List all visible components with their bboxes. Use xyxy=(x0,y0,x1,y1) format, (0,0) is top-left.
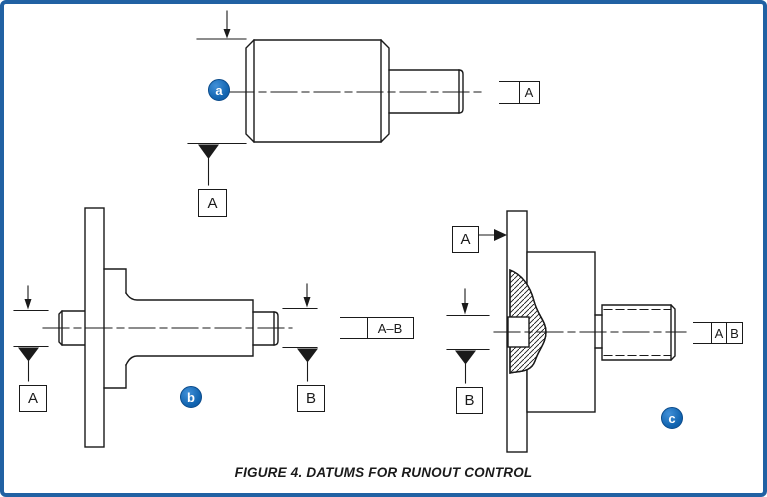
dimension-arrow-icon xyxy=(13,285,49,312)
figure-c-part xyxy=(446,210,687,453)
frame-datum-cell-b: B xyxy=(726,322,743,344)
figure-b-datum-box-b: B xyxy=(297,385,325,412)
figure-b-reference-frame: A–B xyxy=(340,317,414,339)
datum-a-triangle-icon xyxy=(13,345,49,382)
figure-c-datum-box-a: A xyxy=(452,226,479,253)
dimension-arrow-icon xyxy=(446,288,490,317)
figure-a-part xyxy=(187,10,484,186)
figure-b-datum-box-a: A xyxy=(19,385,47,412)
shaft-outline xyxy=(125,292,254,366)
datum-b-triangle-icon xyxy=(282,346,318,382)
datum-a-triangle-icon xyxy=(474,229,507,241)
frame-datum-cell-a: A xyxy=(710,322,728,344)
figure-b-part xyxy=(13,207,318,448)
figure-c-datum-box-b: B xyxy=(456,387,483,414)
figure-a-bubble: a xyxy=(208,79,230,101)
dimension-arrow-icon xyxy=(282,283,318,310)
figure-b-bubble: b xyxy=(180,386,202,408)
figure-caption: FIGURE 4. DATUMS FOR RUNOUT CONTROL xyxy=(234,465,533,480)
dimension-arrow-icon xyxy=(196,10,247,40)
frame-open-cell xyxy=(340,317,368,339)
technical-line-art xyxy=(13,10,687,453)
figure-c-reference-frame: A B xyxy=(693,322,743,344)
datum-a-triangle-icon xyxy=(187,142,247,186)
frame-datum-cell: A–B xyxy=(366,317,414,339)
figure-a-datum-box: A xyxy=(198,189,227,217)
frame-open-cell xyxy=(499,81,520,104)
cylinder-outline xyxy=(245,39,390,143)
frame-datum-cell: A xyxy=(518,81,540,104)
hub-outline xyxy=(103,268,127,389)
neck-lines xyxy=(594,314,603,349)
datum-b-triangle-icon xyxy=(446,348,490,384)
figure-c-bubble: c xyxy=(661,407,683,429)
figure-a-reference-frame: A xyxy=(499,81,540,104)
frame-open-cell xyxy=(693,322,712,344)
